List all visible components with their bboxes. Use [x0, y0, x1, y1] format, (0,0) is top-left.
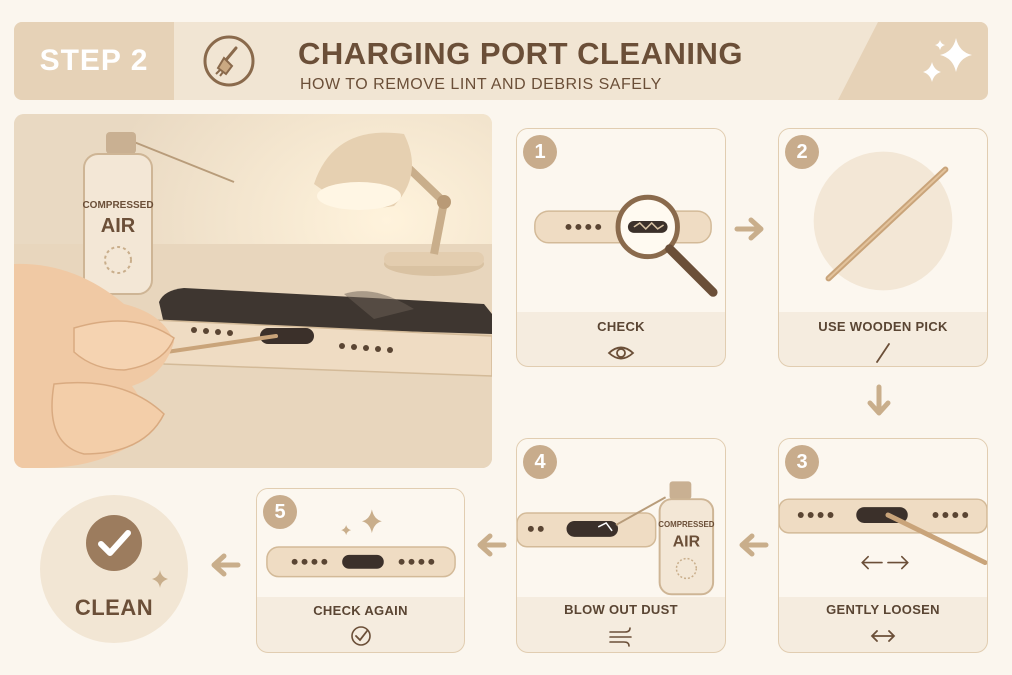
desk-lamp — [314, 132, 484, 276]
step-card-5: 5 CHECK AGAIN — [256, 488, 465, 653]
arrow-left-icon-2 — [477, 533, 507, 557]
step-4-illustration: COMPRESSED AIR — [517, 439, 725, 597]
clean-label: CLEAN — [74, 595, 154, 620]
arrow-right-icon — [734, 217, 764, 241]
step-3-number: 3 — [785, 445, 819, 479]
step-badge: STEP 2 — [14, 22, 174, 100]
step-5-number: 5 — [263, 495, 297, 529]
sparkle-icon — [838, 22, 988, 100]
can-text-top: COMPRESSED — [82, 200, 153, 211]
step-4-can-text-top: COMPRESSED — [658, 520, 715, 529]
step-3-label: GENTLY LOOSEN — [826, 602, 940, 617]
step-4-label: BLOW OUT DUST — [564, 602, 678, 617]
pick-icon — [876, 343, 890, 363]
phone — [150, 288, 492, 377]
double-arrow-icon — [870, 630, 896, 642]
step-5-label: CHECK AGAIN — [313, 603, 408, 618]
step-2-number: 2 — [785, 135, 819, 169]
step-card-2: 2 USE WOODEN PICK — [778, 128, 988, 367]
arrow-left-icon-3 — [211, 553, 241, 577]
compressed-air-can: COMPRESSED AIR — [82, 132, 235, 295]
step-2-label: USE WOODEN PICK — [818, 319, 948, 334]
arrow-left-icon — [739, 533, 769, 557]
step-4-number: 4 — [523, 445, 557, 479]
arrow-down-icon — [867, 384, 891, 416]
can-text-bottom: AIR — [101, 215, 136, 237]
header-banner: STEP 2 CHARGING PORT CLEANING HOW TO REM… — [14, 22, 988, 100]
step-2-illustration — [779, 129, 987, 312]
sparkle-small-icon — [152, 570, 168, 588]
step-1-number: 1 — [523, 135, 557, 169]
check-circle-icon — [350, 626, 371, 646]
page-title: CHARGING PORT CLEANING — [298, 36, 743, 71]
eye-icon — [607, 346, 635, 360]
clean-result: CLEAN — [40, 495, 188, 643]
wind-icon — [609, 627, 632, 647]
step-4-can-text-bottom: AIR — [673, 534, 701, 551]
hero-illustration: COMPRESSED AIR — [14, 114, 492, 468]
step-card-3: 3 GENTLY LOOSEN — [778, 438, 988, 653]
step-card-1: 1 CHECK — [516, 128, 726, 367]
brush-icon — [203, 35, 255, 87]
step-card-4: COMPRESSED AIR 4 BLOW OUT DUST — [516, 438, 726, 653]
page-subtitle: HOW TO REMOVE LINT AND DEBRIS SAFELY — [300, 76, 662, 93]
hand-with-pick — [14, 263, 278, 468]
step-1-label: CHECK — [597, 319, 645, 334]
check-icon — [86, 515, 142, 571]
